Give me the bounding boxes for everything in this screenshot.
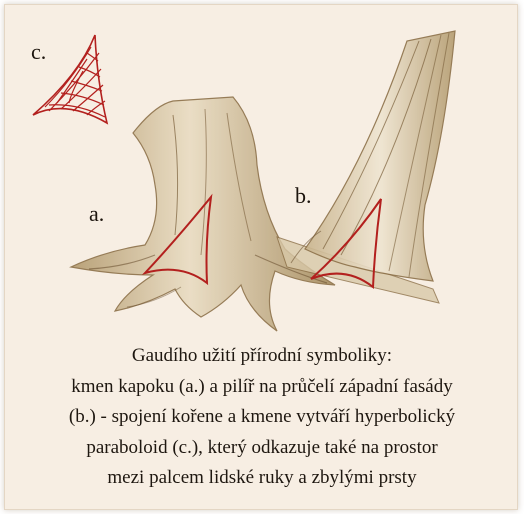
illustration-frame: c. a. b. Gaudího užití přírodní symbolik…	[4, 4, 518, 510]
caption-line-4: paraboloid (c.), který odkazuje také na …	[5, 433, 518, 464]
figure-caption: Gaudího užití přírodní symboliky: kmen k…	[5, 341, 518, 494]
pillar-sketch	[277, 31, 455, 303]
tree-trunk-sketch	[71, 97, 335, 331]
caption-line-3: (b.) - spojení kořene a kmene vytváří hy…	[5, 402, 518, 433]
label-c: c.	[31, 41, 46, 63]
caption-line-1: Gaudího užití přírodní symboliky:	[5, 341, 518, 372]
label-a: a.	[89, 203, 104, 225]
caption-line-5: mezi palcem lidské ruky a zbylými prsty	[5, 463, 518, 494]
illustration-sketch	[5, 5, 518, 345]
caption-line-2: kmen kapoku (a.) a pilíř na průčelí zápa…	[5, 372, 518, 403]
label-b: b.	[295, 185, 312, 207]
